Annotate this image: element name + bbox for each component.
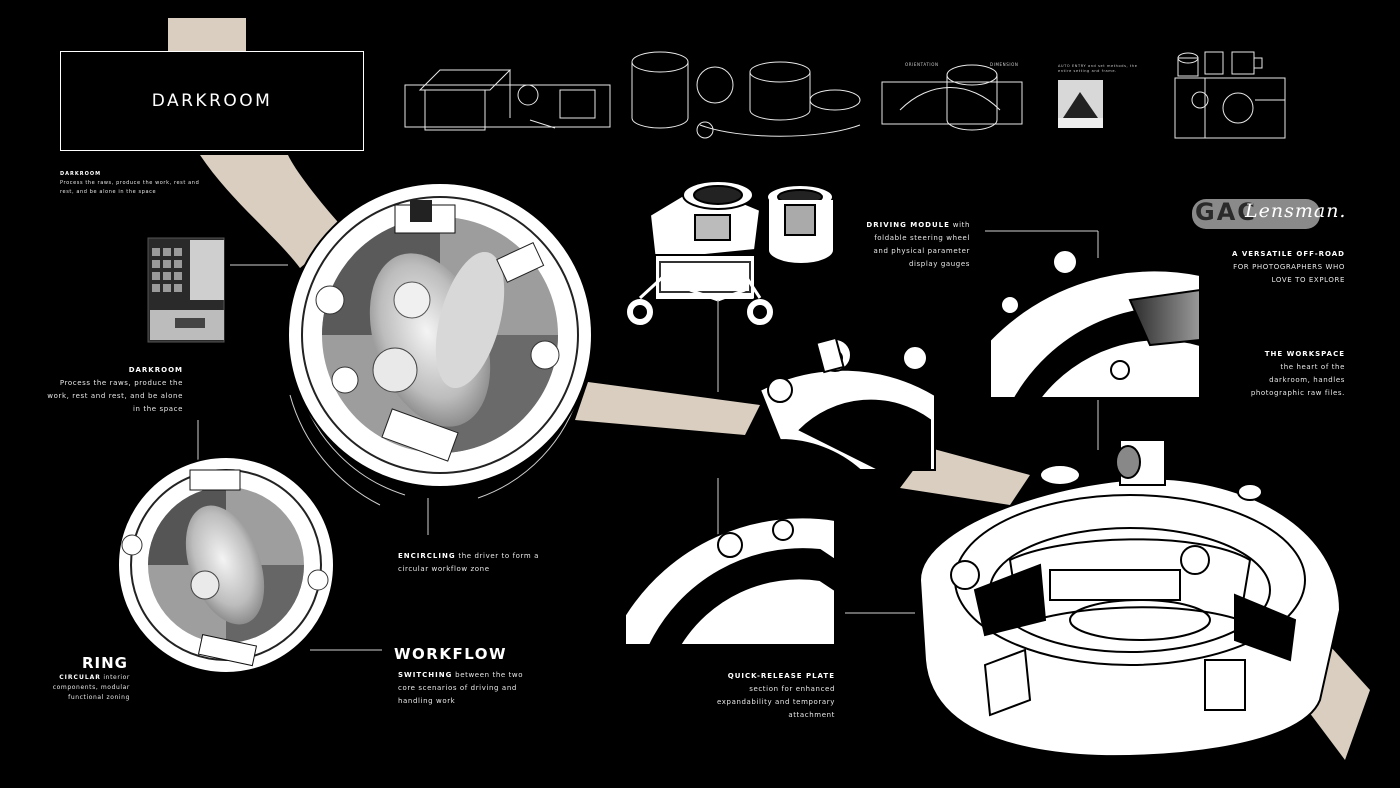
- intro-heading: DARKROOM: [60, 171, 102, 177]
- driving-module-text: DRIVING MODULE with foldable steering wh…: [840, 219, 970, 271]
- sketch-label-auto-entry: AUTO ENTRY and set methods, the entire s…: [1058, 64, 1138, 73]
- beige-band-upper: [200, 155, 345, 268]
- driving-module-line: foldable steering wheel: [874, 234, 970, 242]
- intro-text: DARKROOM Process the raws, produce the w…: [60, 170, 200, 197]
- main-pod: [287, 182, 593, 488]
- brand-line: LOVE TO EXPLORE: [1271, 276, 1345, 284]
- darkroom-note-line: in the space: [132, 405, 183, 413]
- quick-release-line: attachment: [788, 711, 835, 719]
- workspace-line: darkroom, handles: [1269, 376, 1345, 384]
- darkroom-note: DARKROOM Process the raws, produce the w…: [40, 364, 183, 416]
- ring-keyword: CIRCULAR: [59, 674, 101, 681]
- gac-logo-text: GAC: [1195, 198, 1257, 226]
- quick-release-fragment-top: [758, 336, 936, 471]
- workflow-line: between the two: [452, 671, 524, 679]
- workspace-line: photographic raw files.: [1250, 389, 1345, 397]
- quick-release-text: QUICK-RELEASE PLATE section for enhanced…: [680, 670, 835, 722]
- encircling-keyword: ENCIRCLING: [398, 552, 456, 560]
- small-pod: [117, 456, 335, 674]
- driving-module-line: and physical parameter: [873, 247, 970, 255]
- darkroom-note-line: work, rest and rest, and be alone: [47, 392, 183, 400]
- workflow-keyword: SWITCHING: [398, 671, 453, 679]
- encircling-line: the driver to form a: [455, 552, 540, 560]
- brand-line: FOR PHOTOGRAPHERS WHO: [1233, 263, 1345, 271]
- workspace-text: THE WORKSPACE the heart of the darkroom,…: [1215, 348, 1345, 400]
- driving-module-vehicle: [625, 180, 775, 327]
- quick-release-line: section for enhanced: [749, 685, 835, 693]
- intro-body: Process the raws, produce the work, rest…: [60, 180, 200, 195]
- sketch-label-dimension: DIMENSION: [990, 62, 1019, 67]
- driving-module-line: display gauges: [908, 260, 970, 268]
- workspace-heading: THE WORKSPACE: [1264, 350, 1345, 358]
- quick-release-line: expandability and temporary: [717, 698, 835, 706]
- quick-release-heading: QUICK-RELEASE PLATE: [727, 672, 835, 680]
- page-title: DARKROOM: [151, 91, 273, 111]
- encircling-text: ENCIRCLING the driver to form a circular…: [398, 550, 568, 576]
- sketch-label-orientation: ORIENTATION: [905, 62, 939, 67]
- gac-logo: [1192, 199, 1320, 229]
- ring-heading: RING: [82, 654, 128, 672]
- workflow-heading: WORKFLOW: [394, 645, 508, 663]
- workflow-text: SWITCHING between the two core scenarios…: [398, 669, 568, 708]
- encircling-line: circular workflow zone: [398, 565, 490, 573]
- driving-module-keyword: DRIVING MODULE: [866, 221, 950, 229]
- quick-release-fragment-bottom: [624, 516, 836, 646]
- ring-line: interior: [100, 674, 130, 681]
- beige-band-middle: [575, 382, 760, 435]
- brand-heading: A VERSATILE OFF-ROAD: [1231, 250, 1345, 258]
- top-tab: [168, 18, 246, 51]
- lensman-script: Lensman.: [1245, 200, 1347, 222]
- darkroom-photo: [147, 237, 225, 343]
- workflow-line: core scenarios of driving and: [398, 684, 517, 692]
- darkroom-note-heading: DARKROOM: [128, 366, 183, 374]
- ring-line: components, modular: [52, 684, 130, 691]
- big-pod: [918, 439, 1342, 758]
- brand-tagline: A VERSATILE OFF-ROAD FOR PHOTOGRAPHERS W…: [1175, 248, 1345, 287]
- title-box: DARKROOM: [60, 51, 364, 151]
- workspace-fragment: [985, 249, 1203, 399]
- driving-module-seat: [766, 184, 835, 265]
- workflow-line: handling work: [398, 697, 456, 705]
- ring-line: functional zoning: [68, 694, 130, 701]
- workspace-line: the heart of the: [1280, 363, 1345, 371]
- darkroom-note-line: Process the raws, produce the: [59, 379, 183, 387]
- driving-module-line: with: [949, 221, 970, 229]
- tent-photo: [1058, 80, 1103, 128]
- concept-sketches: [404, 51, 1286, 139]
- ring-text: CIRCULAR interior components, modular fu…: [40, 673, 130, 703]
